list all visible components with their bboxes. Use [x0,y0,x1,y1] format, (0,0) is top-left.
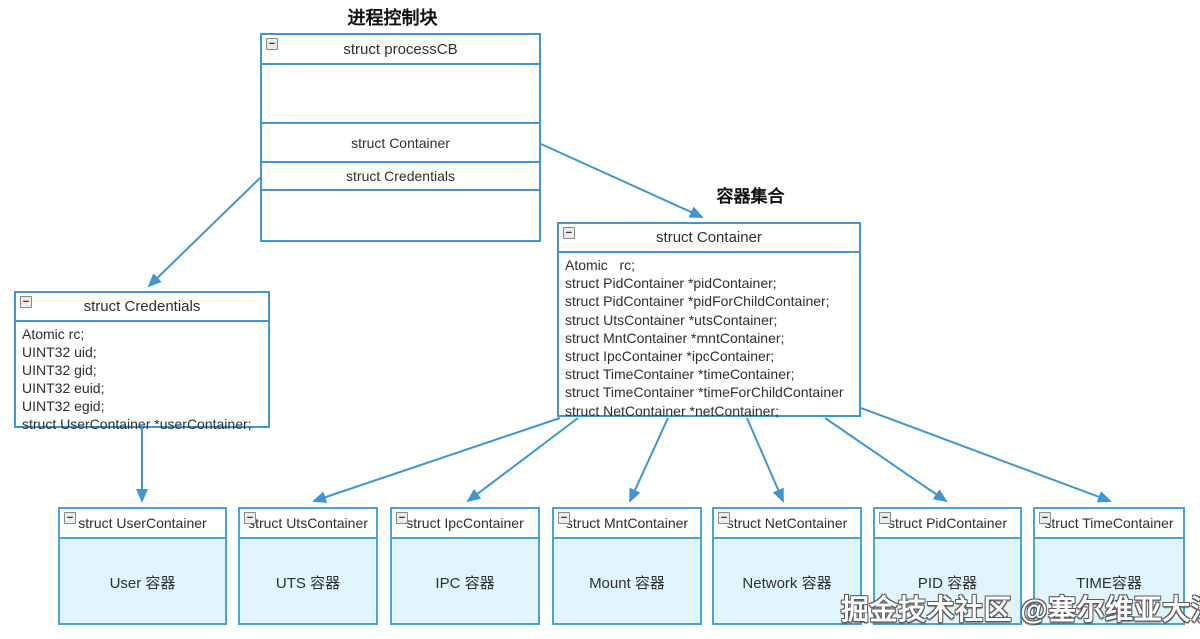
field-line: UINT32 gid; [22,362,97,378]
watermark-text: 掘金技术社区 @塞尔维亚大汉 [841,594,1200,625]
user-container-title-bar: − struct UserContainer [60,509,225,539]
net-container-body: Network 容器 [742,574,832,592]
user-container-box[interactable]: − struct UserContainer User 容器 [58,507,227,625]
container-fields: Atomic rc; struct PidContainer *pidConta… [559,253,859,420]
credentials-fields: Atomic rc; UINT32 uid; UINT32 gid; UINT3… [16,322,268,433]
collapse-icon[interactable]: − [20,296,32,308]
credentials-box[interactable]: − struct Credentials Atomic rc; UINT32 u… [14,291,270,432]
field-line: struct UtsContainer *utsContainer; [565,311,778,328]
time-container-title: struct TimeContainer [1044,515,1174,531]
user-container-body: User 容器 [109,574,176,592]
process-cb-title: struct processCB [343,40,458,58]
credentials-title: struct Credentials [83,298,201,315]
collapse-icon[interactable]: − [266,38,278,50]
pid-container-box[interactable]: − struct PidContainer PID 容器 [873,507,1022,625]
field-line: struct TimeContainer *timeContainer; [565,366,795,383]
field-line: struct PidContainer *pidContainer; [565,275,777,292]
mnt-container-box[interactable]: − struct MntContainer Mount 容器 [552,507,702,625]
time-container-body: TIME容器 [1076,574,1142,592]
ipc-container-box[interactable]: − struct IpcContainer IPC 容器 [390,507,540,625]
net-container-title: struct NetContainer [726,515,848,531]
arrow-container-to-time [860,407,1112,503]
field-line: UINT32 euid; [22,380,105,396]
user-container-title: struct UserContainer [78,515,207,531]
arrow-container-to-ipc [466,417,579,503]
field-line: UINT32 egid; [22,398,105,414]
field-line: struct TimeContainer *timeForChildContai… [565,384,844,401]
field-line: struct MntContainer *mntContainer; [565,329,785,346]
container-group-label: 容器集合 [716,187,785,206]
collapse-icon[interactable]: − [718,512,730,524]
mnt-container-title-bar: − struct MntContainer [554,509,700,539]
uts-container-body: UTS 容器 [275,574,341,592]
process-cb-empty-footer [262,191,539,240]
pid-container-title-bar: − struct PidContainer [875,509,1020,539]
collapse-icon[interactable]: − [396,512,408,524]
process-cb-row-credentials[interactable]: struct Credentials [262,163,539,191]
credentials-title-bar: − struct Credentials [16,293,268,322]
net-container-box[interactable]: − struct NetContainer Network 容器 [712,507,862,625]
pid-container-body: PID 容器 [917,574,978,592]
container-title-bar: − struct Container [559,224,859,253]
net-container-title-bar: − struct NetContainer [714,509,860,539]
arrow-container-to-mnt [629,417,669,503]
uts-container-title-bar: − struct UtsContainer [240,509,376,539]
pid-container-title: struct PidContainer [887,515,1008,531]
mnt-container-body: Mount 容器 [589,574,665,592]
container-title: struct Container [656,229,762,246]
field-line: struct IpcContainer *ipcContainer; [565,348,775,365]
field-line: struct NetContainer *netContainer; [565,402,779,419]
uts-container-box[interactable]: − struct UtsContainer UTS 容器 [238,507,378,625]
collapse-icon[interactable]: − [244,512,256,524]
collapse-icon[interactable]: − [1039,512,1051,524]
field-line: struct PidContainer *pidForChildContaine… [565,293,830,310]
arrow-container-to-pid [824,417,948,503]
field-line: struct UserContainer *userContainer; [22,416,252,432]
arrow-container-to-net [746,417,784,503]
collapse-icon[interactable]: − [879,512,891,524]
field-line: Atomic rc; [565,257,636,273]
field-line: UINT32 uid; [22,344,97,360]
process-cb-title-bar: − struct processCB [262,35,539,65]
arrow-pcb-to-credentials [147,177,261,288]
process-cb-group-label: 进程控制块 [347,8,438,28]
uts-container-title: struct UtsContainer [248,515,368,531]
ipc-container-title: struct IpcContainer [406,515,524,531]
process-cb-empty-section [262,65,539,124]
process-cb-box[interactable]: − struct processCB struct Container stru… [260,33,541,242]
mnt-container-title: struct MntContainer [565,515,689,531]
time-container-box[interactable]: − struct TimeContainer TIME容器 [1033,507,1185,625]
field-line: Atomic rc; [22,326,85,342]
ipc-container-body: IPC 容器 [435,574,495,592]
ipc-container-title-bar: − struct IpcContainer [392,509,538,539]
collapse-icon[interactable]: − [558,512,570,524]
process-cb-row-container[interactable]: struct Container [262,124,539,163]
time-container-title-bar: − struct TimeContainer [1035,509,1183,539]
arrow-container-to-uts [312,417,561,503]
collapse-icon[interactable]: − [64,512,76,524]
container-box[interactable]: − struct Container Atomic rc; struct Pid… [557,222,861,420]
collapse-icon[interactable]: − [563,227,575,239]
